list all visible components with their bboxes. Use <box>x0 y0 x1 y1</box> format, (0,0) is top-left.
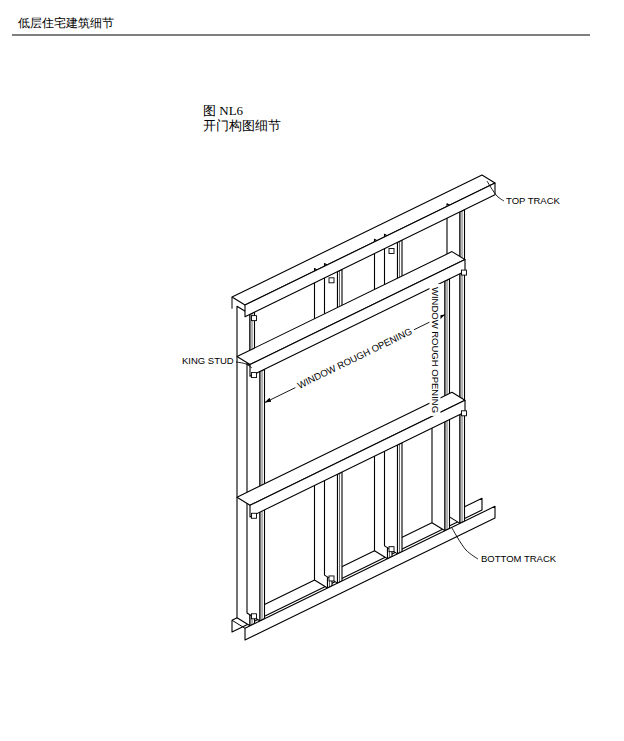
clip-angle-2 <box>252 614 257 619</box>
dimension-line <box>265 315 445 403</box>
clip-angle-5 <box>462 411 467 416</box>
bottom-track-end <box>232 620 245 628</box>
figure-title: 图 NL6 开门构图细节 <box>203 104 289 134</box>
dimension-label: WINDOW ROUGH OPENING <box>430 284 441 416</box>
top-track-end <box>232 297 233 309</box>
clip-angle-9 <box>389 547 394 552</box>
clip-angle-4 <box>462 270 467 275</box>
top-track <box>245 183 495 317</box>
header-rule <box>12 34 590 35</box>
cripple-stud-lower-1-lip <box>339 473 340 582</box>
cripple-stud-lower-3 <box>398 443 403 554</box>
leader-line <box>487 181 504 201</box>
running-header: 低层住宅建筑细节 <box>18 17 114 31</box>
bottom-track <box>245 506 495 640</box>
part-label: TOP TRACK <box>506 196 560 207</box>
clip-angle-6 <box>329 278 334 283</box>
wall-frame <box>232 175 495 640</box>
clip-angle-7 <box>389 249 394 254</box>
leader-line <box>452 528 478 559</box>
cripple-stud-lower-3-web <box>385 437 398 554</box>
cripple-stud-lower-1-web <box>325 466 338 583</box>
clip-angle-8 <box>329 576 334 581</box>
part-label: BOTTOM TRACK <box>481 554 556 565</box>
cripple-stud-lower-1 <box>338 472 343 583</box>
clip-angle-1 <box>252 513 257 518</box>
sill-track <box>250 400 465 517</box>
leader-line <box>236 362 252 368</box>
clip-angle-0 <box>252 373 257 378</box>
cripple-stud-lower-3-lip <box>399 444 400 553</box>
clip-angle-3 <box>252 316 257 321</box>
part-label: KING STUD <box>182 356 234 367</box>
